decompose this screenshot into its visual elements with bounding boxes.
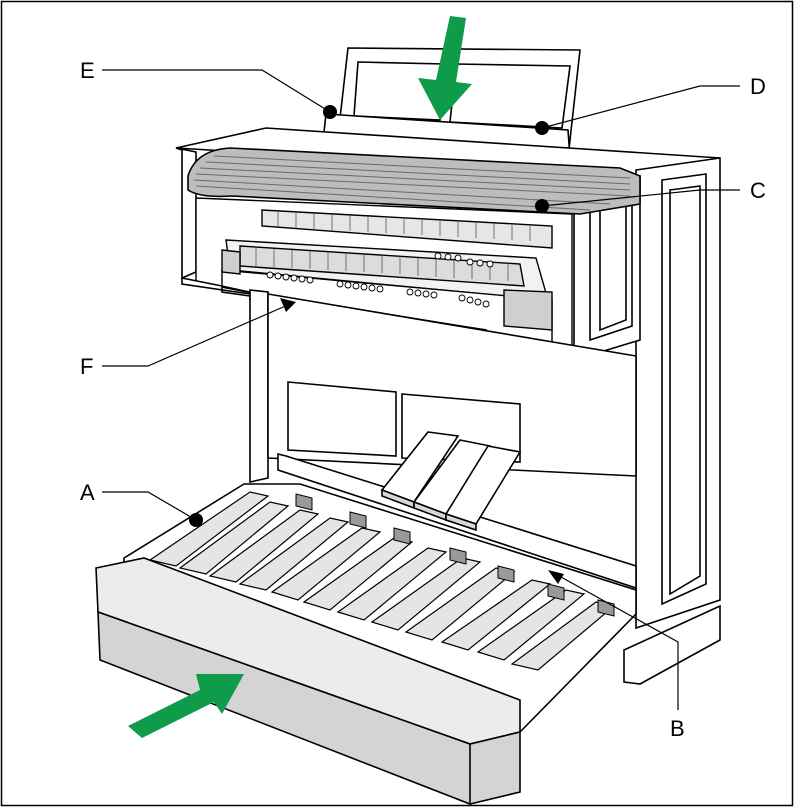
roll-top-cover	[187, 147, 641, 215]
console-case	[175, 127, 721, 630]
marker-f-arrowhead	[280, 298, 296, 312]
label-d: D	[750, 74, 766, 99]
label-b: B	[670, 716, 685, 741]
swell-pedals	[380, 431, 522, 532]
manuals	[195, 197, 573, 357]
arrow-music-stand	[418, 16, 472, 120]
pedalboard	[95, 483, 637, 805]
piston-buttons	[266, 252, 494, 308]
marker-b-arrowhead	[548, 570, 564, 584]
label-a: A	[80, 480, 95, 505]
marker-c-dot	[535, 199, 549, 213]
arrow-pedalboard	[128, 674, 244, 738]
marker-a-dot	[189, 513, 203, 527]
label-e: E	[80, 58, 95, 83]
label-c: C	[750, 178, 766, 203]
label-f: F	[80, 354, 93, 379]
callouts	[102, 69, 740, 710]
marker-d-dot	[535, 121, 549, 135]
marker-e-dot	[323, 105, 337, 119]
callout-dots	[189, 105, 564, 584]
manual-keys	[255, 212, 531, 281]
